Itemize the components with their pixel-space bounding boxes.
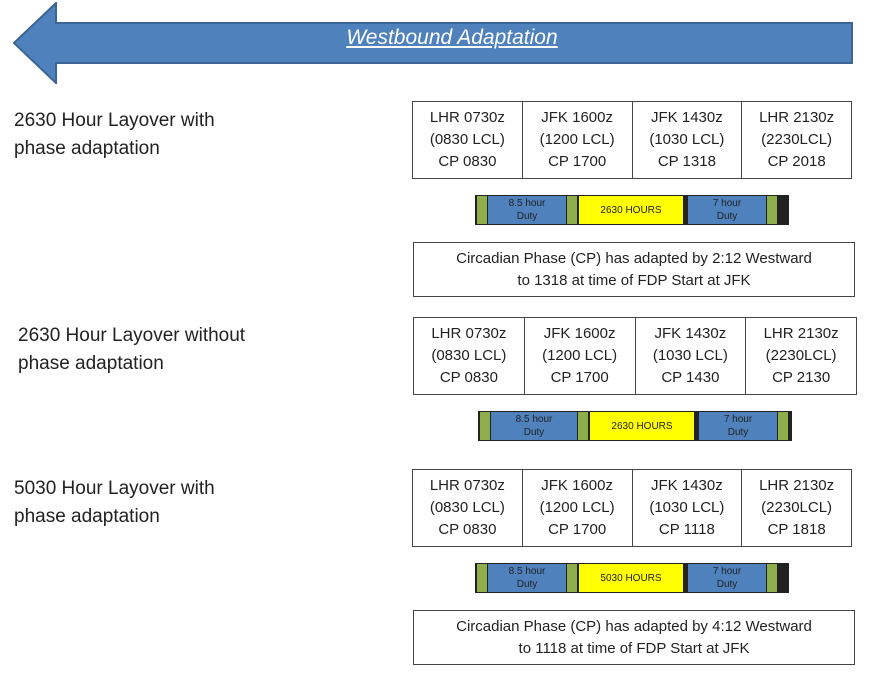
timeline-gap [566,196,578,224]
left-arrow-shape [12,2,853,84]
scenario-1-label-line1: 2630 Hour Layover with [14,110,215,131]
flight-cell: JFK 1600z(1200 LCL)CP 1700 [521,469,633,547]
timeline-layover: 2630 HOURS [589,412,695,440]
timeline-gap [577,412,589,440]
flight-cell: LHR 0730z(0830 LCL)CP 0830 [413,317,525,395]
flight-cell: JFK 1430z(1030 LCL)CP 1318 [631,101,743,179]
scenario-2-label-line2: phase adaptation [18,353,164,374]
timeline-layover: 5030 HOURS [578,564,684,592]
flight-cell: JFK 1430z(1030 LCL)CP 1118 [631,469,743,547]
timeline-gap [476,196,488,224]
timeline-divider [684,196,688,224]
scenario-2-flight-table: LHR 0730z(0830 LCL)CP 0830 JFK 1600z(120… [413,317,857,395]
scenario-1-flight-table: LHR 0730z(0830 LCL)CP 0830 JFK 1600z(120… [412,101,852,179]
timeline-divider [695,412,699,440]
timeline-gap [566,564,578,592]
flight-cell: JFK 1600z(1200 LCL)CP 1700 [523,317,636,395]
scenario-2-label: 2630 Hour Layover without phase adaptati… [18,322,318,378]
flight-cell: JFK 1430z(1030 LCL)CP 1430 [634,317,747,395]
flight-cell: LHR 0730z(0830 LCL)CP 0830 [412,101,523,179]
flight-cell: LHR 2130z(2230LCL)CP 1818 [741,469,852,547]
timeline-layover: 2630 HOURS [578,196,684,224]
timeline-divider [684,564,688,592]
flight-cell: LHR 2130z(2230LCL)CP 2018 [741,101,852,179]
scenario-3-label-line2: phase adaptation [14,506,160,527]
timeline-gap [476,564,488,592]
scenario-1-label-line2: phase adaptation [14,138,160,159]
timeline-gap [766,196,778,224]
timeline-gap [479,412,491,440]
scenario-3-note: Circadian Phase (CP) has adapted by 4:12… [413,610,855,665]
scenario-1-note: Circadian Phase (CP) has adapted by 2:12… [413,242,855,297]
flight-cell: JFK 1600z(1200 LCL)CP 1700 [521,101,633,179]
scenario-2-label-line1: 2630 Hour Layover without [18,325,246,346]
scenario-3-label-line1: 5030 Hour Layover with [14,478,215,499]
flight-cell: LHR 2130z(2230LCL)CP 2130 [745,317,857,395]
scenario-1-label: 2630 Hour Layover with phase adaptation [14,107,314,163]
page-title: Westbound Adaptation [346,26,558,49]
scenario-3-flight-table: LHR 0730z(0830 LCL)CP 0830 JFK 1600z(120… [412,469,852,547]
scenario-3-label: 5030 Hour Layover with phase adaptation [14,475,314,531]
timeline-gap [766,564,778,592]
timeline-gap [777,412,789,440]
flight-cell: LHR 0730z(0830 LCL)CP 0830 [412,469,523,547]
westbound-arrow: Westbound Adaptation [12,2,854,84]
